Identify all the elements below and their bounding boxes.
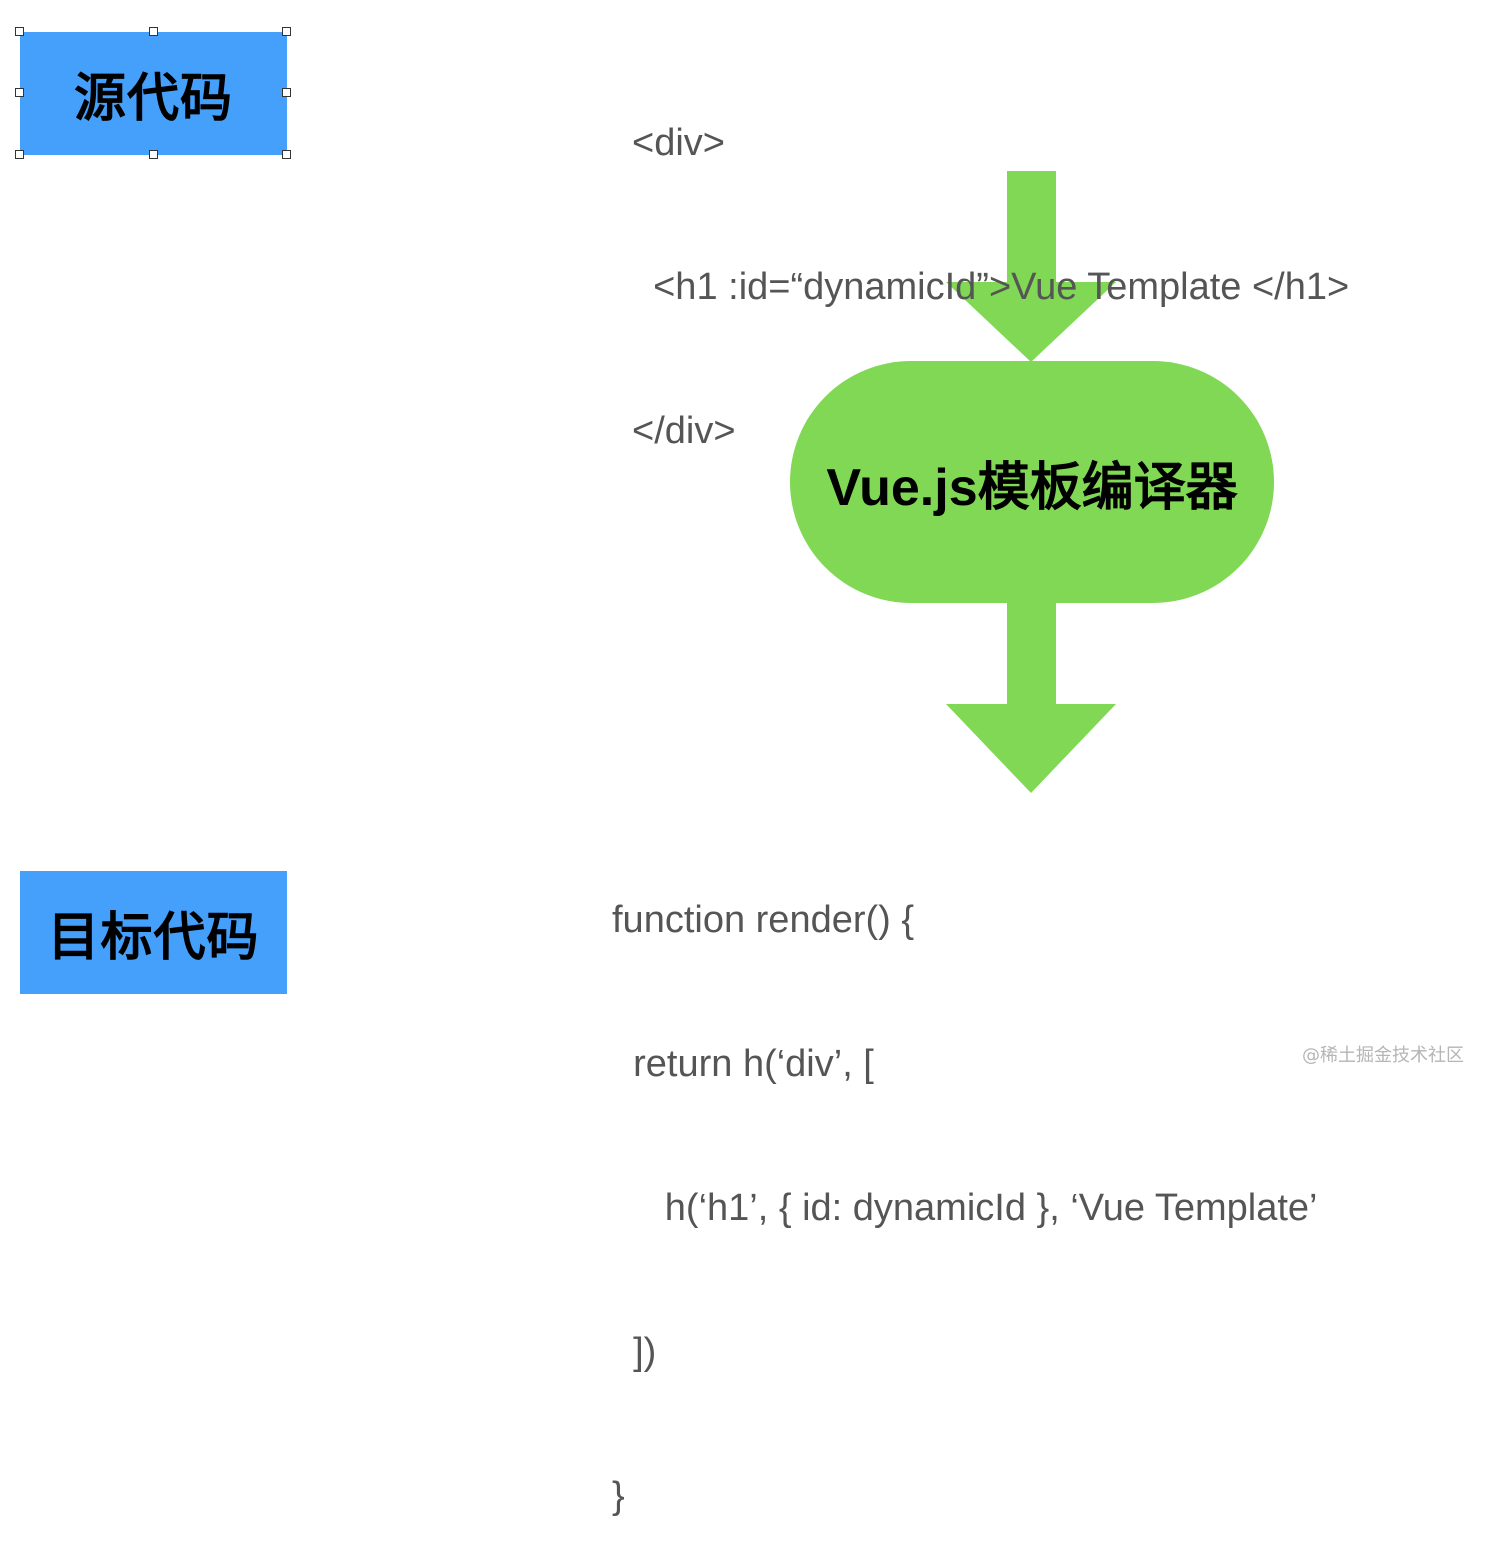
- target-code-line: }: [612, 1475, 625, 1517]
- source-code-line: <h1 :id=“dynamicId”>Vue Template </h1>: [632, 266, 1350, 308]
- source-code-line: </div>: [632, 410, 736, 452]
- source-code-block: <div> <h1 :id=“dynamicId”>Vue Template <…: [632, 23, 1349, 503]
- flow-diagram: [790, 171, 1274, 793]
- compiler-node: [790, 361, 1274, 603]
- target-code-label-box[interactable]: 目标代码: [20, 871, 287, 994]
- selection-handle-top-left[interactable]: [15, 27, 24, 36]
- selection-handle-middle-left[interactable]: [15, 88, 24, 97]
- source-code-label: 源代码: [73, 69, 233, 129]
- arrow-source-to-compiler: [946, 171, 1116, 362]
- watermark: @稀土掘金技术社区: [1302, 1045, 1464, 1066]
- selection-handle-bottom-middle[interactable]: [149, 150, 158, 159]
- selection-handle-top-right[interactable]: [282, 27, 291, 36]
- selection-handle-bottom-right[interactable]: [282, 150, 291, 159]
- compiler-node-label: Vue.js模板编译器: [826, 458, 1238, 517]
- source-code-line: <div>: [632, 122, 725, 164]
- selection-handle-top-middle[interactable]: [149, 27, 158, 36]
- target-code-line: ]): [612, 1331, 657, 1373]
- target-code-label: 目标代码: [47, 908, 260, 968]
- target-code-line: h(‘h1’, { id: dynamicId }, ‘Vue Template…: [612, 1187, 1318, 1229]
- selection-handle-middle-right[interactable]: [282, 88, 291, 97]
- target-code-line: return h(‘div’, [: [612, 1043, 874, 1085]
- arrow-compiler-to-target: [946, 603, 1116, 793]
- target-code-line: function render() {: [612, 899, 915, 941]
- source-code-label-box[interactable]: 源代码: [15, 27, 291, 159]
- target-code-block: function render() { return h(‘div’, [ h(…: [612, 800, 1318, 1568]
- selection-handle-bottom-left[interactable]: [15, 150, 24, 159]
